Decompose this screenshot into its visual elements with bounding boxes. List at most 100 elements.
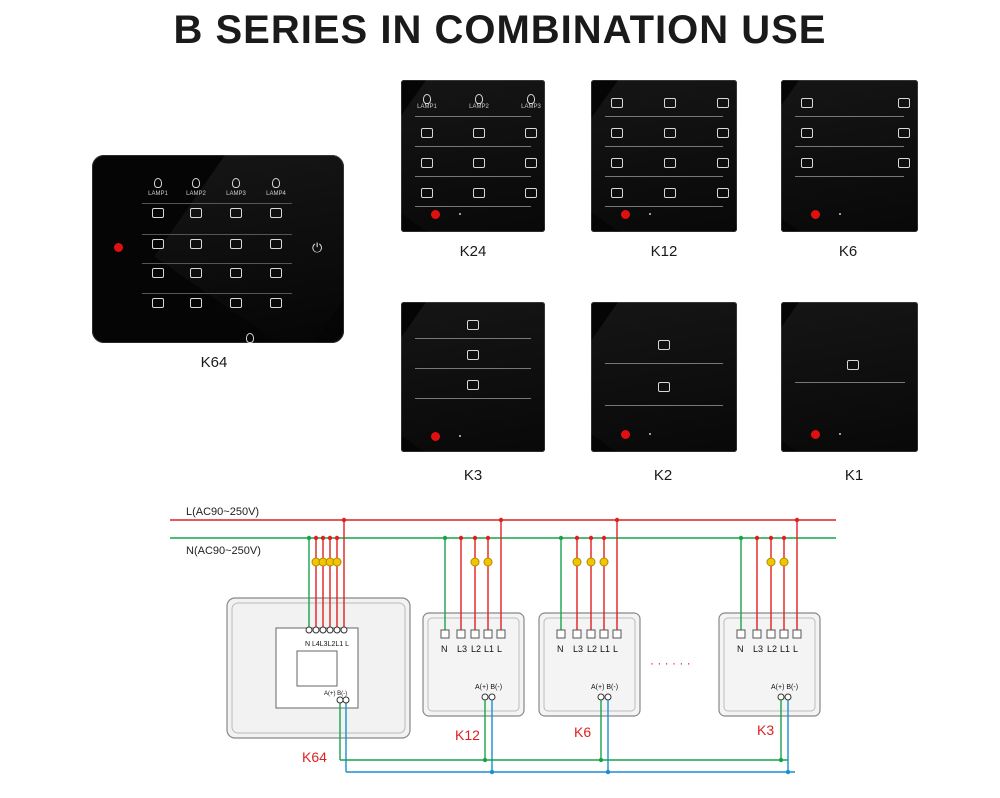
terminal-label: L1 xyxy=(600,644,610,654)
lamp-icon xyxy=(154,178,162,188)
lamp-icon xyxy=(527,94,535,104)
terminal xyxy=(572,629,582,639)
fuse xyxy=(586,557,596,567)
fuse xyxy=(599,557,609,567)
k6-panel xyxy=(781,80,918,232)
terminal xyxy=(440,629,450,639)
function-icon xyxy=(473,158,485,168)
function-icon xyxy=(898,128,910,138)
terminal xyxy=(752,629,762,639)
terminal-label: L2 xyxy=(471,644,481,654)
terminal-label: N xyxy=(557,644,564,654)
terminal xyxy=(481,693,489,701)
terminal-label: N xyxy=(441,644,448,654)
bus-label: A(+) B(-) xyxy=(771,684,798,691)
indicator-dot xyxy=(649,213,651,215)
terminal xyxy=(340,626,348,634)
page-title: B SERIES IN COMBINATION USE xyxy=(173,8,827,52)
terminal-label: L xyxy=(613,644,618,654)
function-icon xyxy=(152,208,164,218)
fuse xyxy=(332,557,342,567)
lamp-icon xyxy=(232,178,240,188)
k64-panel xyxy=(92,155,344,343)
terminal xyxy=(586,629,596,639)
function-icon xyxy=(152,239,164,249)
k1-panel xyxy=(781,302,918,452)
function-icon xyxy=(230,208,242,218)
terminal xyxy=(612,629,622,639)
function-icon xyxy=(717,128,729,138)
junction xyxy=(334,535,340,541)
module-housing xyxy=(422,612,525,717)
k6-caption: K6 xyxy=(838,243,858,260)
power-icon: ⏻ xyxy=(312,240,323,255)
divider xyxy=(142,234,292,235)
book-icon xyxy=(658,340,670,350)
terminal xyxy=(597,693,605,701)
k64-bus-label: A(+) B(-) xyxy=(324,691,347,697)
terminal-label: L2 xyxy=(587,644,597,654)
terminal xyxy=(766,629,776,639)
terminal-label: L3 xyxy=(753,644,763,654)
function-icon xyxy=(898,98,910,108)
terminal xyxy=(599,629,609,639)
terminal xyxy=(333,626,341,634)
junction xyxy=(498,517,504,523)
function-icon xyxy=(473,188,485,198)
divider xyxy=(415,176,531,177)
function-icon xyxy=(467,350,479,360)
function-icon xyxy=(611,188,623,198)
lamp-icon xyxy=(272,178,280,188)
divider xyxy=(142,203,292,204)
divider xyxy=(415,368,531,369)
terminal-label: L1 xyxy=(484,644,494,654)
junction xyxy=(574,535,580,541)
k2-panel xyxy=(591,302,737,452)
junction xyxy=(306,535,312,541)
lamp-label: LAMP2 xyxy=(469,104,489,110)
divider xyxy=(605,116,723,117)
lamp-label: LAMP3 xyxy=(521,104,541,110)
k1-caption: K1 xyxy=(844,467,864,484)
status-led xyxy=(114,243,123,252)
terminal xyxy=(312,626,320,634)
terminal xyxy=(496,629,506,639)
function-icon xyxy=(525,158,537,168)
function-icon xyxy=(467,320,479,330)
function-icon xyxy=(152,298,164,308)
function-icon xyxy=(611,158,623,168)
lamp-label: LAMP1 xyxy=(417,104,437,110)
module-inner xyxy=(723,617,816,712)
junction xyxy=(754,535,760,541)
function-icon xyxy=(717,98,729,108)
function-icon xyxy=(717,158,729,168)
terminal xyxy=(777,693,785,701)
junction xyxy=(614,517,620,523)
terminal xyxy=(456,629,466,639)
junction xyxy=(327,535,333,541)
indicator-dot xyxy=(839,433,841,435)
module-housing xyxy=(538,612,641,717)
function-icon xyxy=(664,158,676,168)
divider xyxy=(142,263,292,264)
terminal xyxy=(470,629,480,639)
function-icon xyxy=(421,188,433,198)
junction xyxy=(768,535,774,541)
line-label: L(AC90~250V) xyxy=(186,506,259,518)
divider xyxy=(795,382,905,383)
terminal-label: L3 xyxy=(573,644,583,654)
lamp-icon xyxy=(475,94,483,104)
function-icon xyxy=(717,188,729,198)
neutral-label: N(AC90~250V) xyxy=(186,545,261,557)
function-icon xyxy=(230,239,242,249)
divider xyxy=(795,146,904,147)
junction xyxy=(794,517,800,523)
k12-wiring-label: K12 xyxy=(455,727,480,743)
ellipsis: · · · · · · xyxy=(650,656,691,670)
k3-panel xyxy=(401,302,545,452)
divider xyxy=(142,293,292,294)
lamp-label: LAMP4 xyxy=(266,191,286,197)
junction xyxy=(485,535,491,541)
terminal-label: L1 xyxy=(780,644,790,654)
